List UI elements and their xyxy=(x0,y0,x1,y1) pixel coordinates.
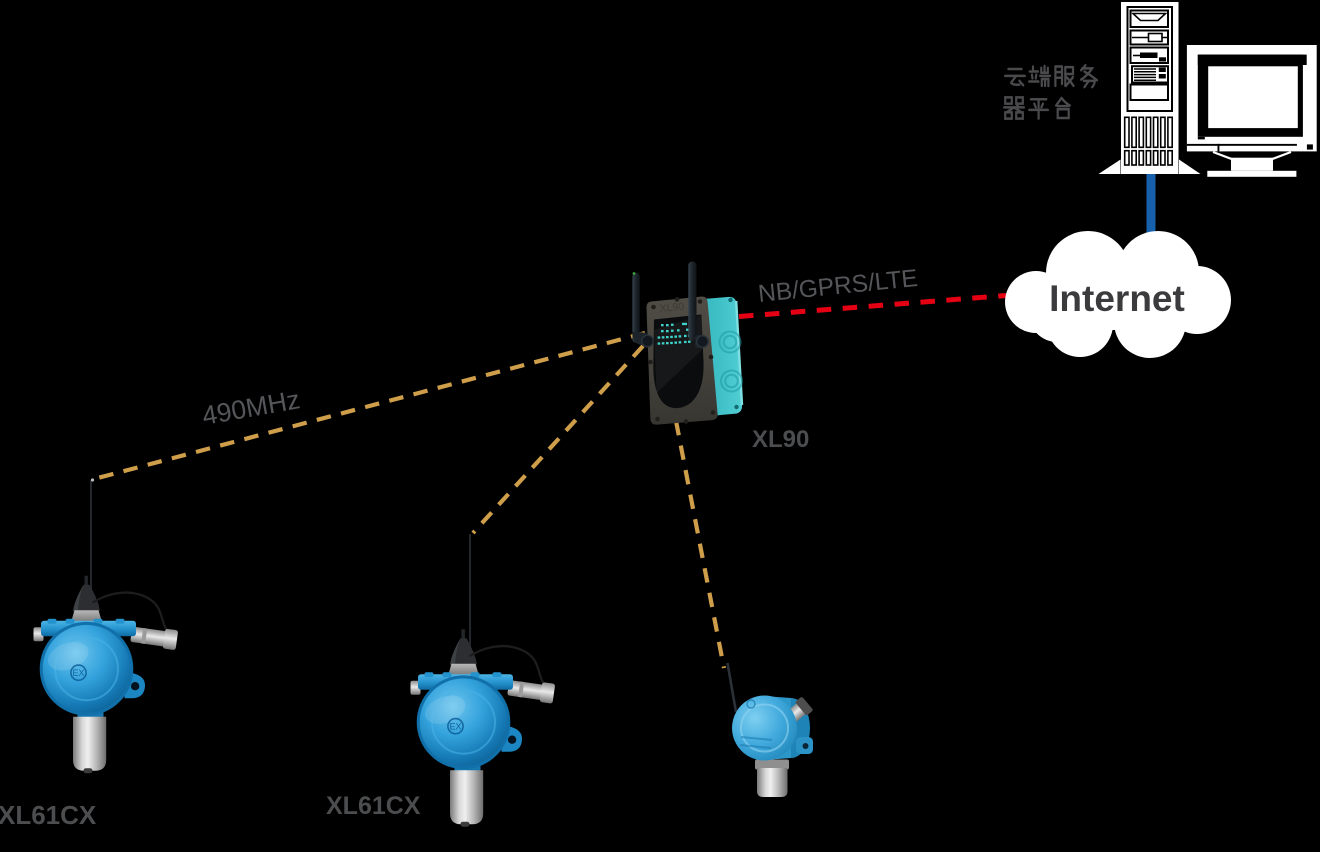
svg-text:XL61CX: XL61CX xyxy=(0,800,97,830)
svg-text:Internet: Internet xyxy=(1049,278,1185,319)
svg-text:XL61CX: XL61CX xyxy=(326,792,421,820)
svg-text:XL90: XL90 xyxy=(659,301,685,315)
svg-text:XL90: XL90 xyxy=(752,426,809,453)
